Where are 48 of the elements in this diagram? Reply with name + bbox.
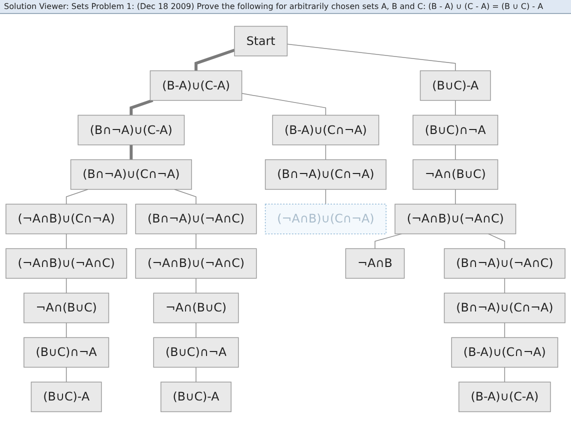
- node-box: (¬A∩B)∪(¬A∩C): [394, 204, 516, 234]
- connector: [241, 93, 326, 116]
- connector: [66, 233, 67, 250]
- connector: [455, 144, 456, 160]
- connector: [325, 144, 326, 160]
- connector: [66, 188, 88, 205]
- node-box: ¬A∩(B∪C): [412, 159, 498, 190]
- node-box: (¬A∩B)∪(¬A∩C): [135, 248, 257, 279]
- node-box: ¬A∩B: [345, 248, 405, 279]
- node-box: (B-A)∪(C∩¬A): [451, 337, 558, 368]
- node-box: (¬A∩B)∪(C∩¬A): [264, 204, 386, 234]
- node-box: (B∪C)∩¬A: [153, 337, 239, 368]
- node-box: (B-A)∪(C-A): [458, 382, 551, 412]
- connector: [455, 100, 456, 116]
- node-box: (¬A∩B)∪(¬A∩C): [6, 248, 128, 279]
- connector: [66, 278, 67, 294]
- node-box: ¬A∩(B∪C): [153, 292, 239, 324]
- node-box: (B∩¬A)∪(C∩¬A): [70, 159, 192, 190]
- node-box: (¬A∩B)∪(C∩¬A): [6, 204, 128, 234]
- node-box: (B∪C)∩¬A: [412, 114, 498, 146]
- connector: [504, 322, 506, 338]
- node-box: (B-A)∪(C∩¬A): [272, 114, 380, 146]
- node-box: (B∪C)-A: [420, 70, 491, 101]
- window-title: Solution Viewer: Sets Problem 1: (Dec 18 2009) Prove the following for arbitrarily chosen sets A, B and C: (B - A) ∪ (C - A) = (B ∪ C) - A: [0, 0, 571, 14]
- node-box: (B∩¬A)∪(¬A∩C): [135, 204, 257, 234]
- connector: [194, 48, 235, 71]
- connector: [130, 99, 154, 116]
- connector: [130, 144, 133, 160]
- node-box: (B∩¬A)∪(C∩¬A): [264, 159, 386, 190]
- connector: [325, 188, 326, 205]
- node-box: (B∪C)-A: [160, 382, 232, 412]
- node-box: (B∪C)∩¬A: [24, 337, 110, 368]
- node-box: (B∩¬A)∪(C∩¬A): [444, 292, 566, 324]
- node-box: (B-A)∪(C-A): [150, 70, 242, 101]
- node-box: (B∩¬A)∪(C-A): [78, 114, 185, 146]
- connector: [174, 188, 196, 205]
- connector: [66, 366, 67, 382]
- connector: [488, 233, 506, 250]
- node-box: (B∪C)-A: [30, 382, 102, 412]
- connector: [286, 44, 456, 72]
- connector: [66, 322, 67, 338]
- connector: [504, 278, 506, 294]
- connector: [504, 366, 506, 382]
- connector: [374, 233, 402, 250]
- connector: [455, 188, 456, 205]
- node-box: ¬A∩(B∪C): [24, 292, 110, 324]
- node-box: Start: [234, 26, 288, 56]
- node-box: (B∩¬A)∪(¬A∩C): [444, 248, 566, 279]
